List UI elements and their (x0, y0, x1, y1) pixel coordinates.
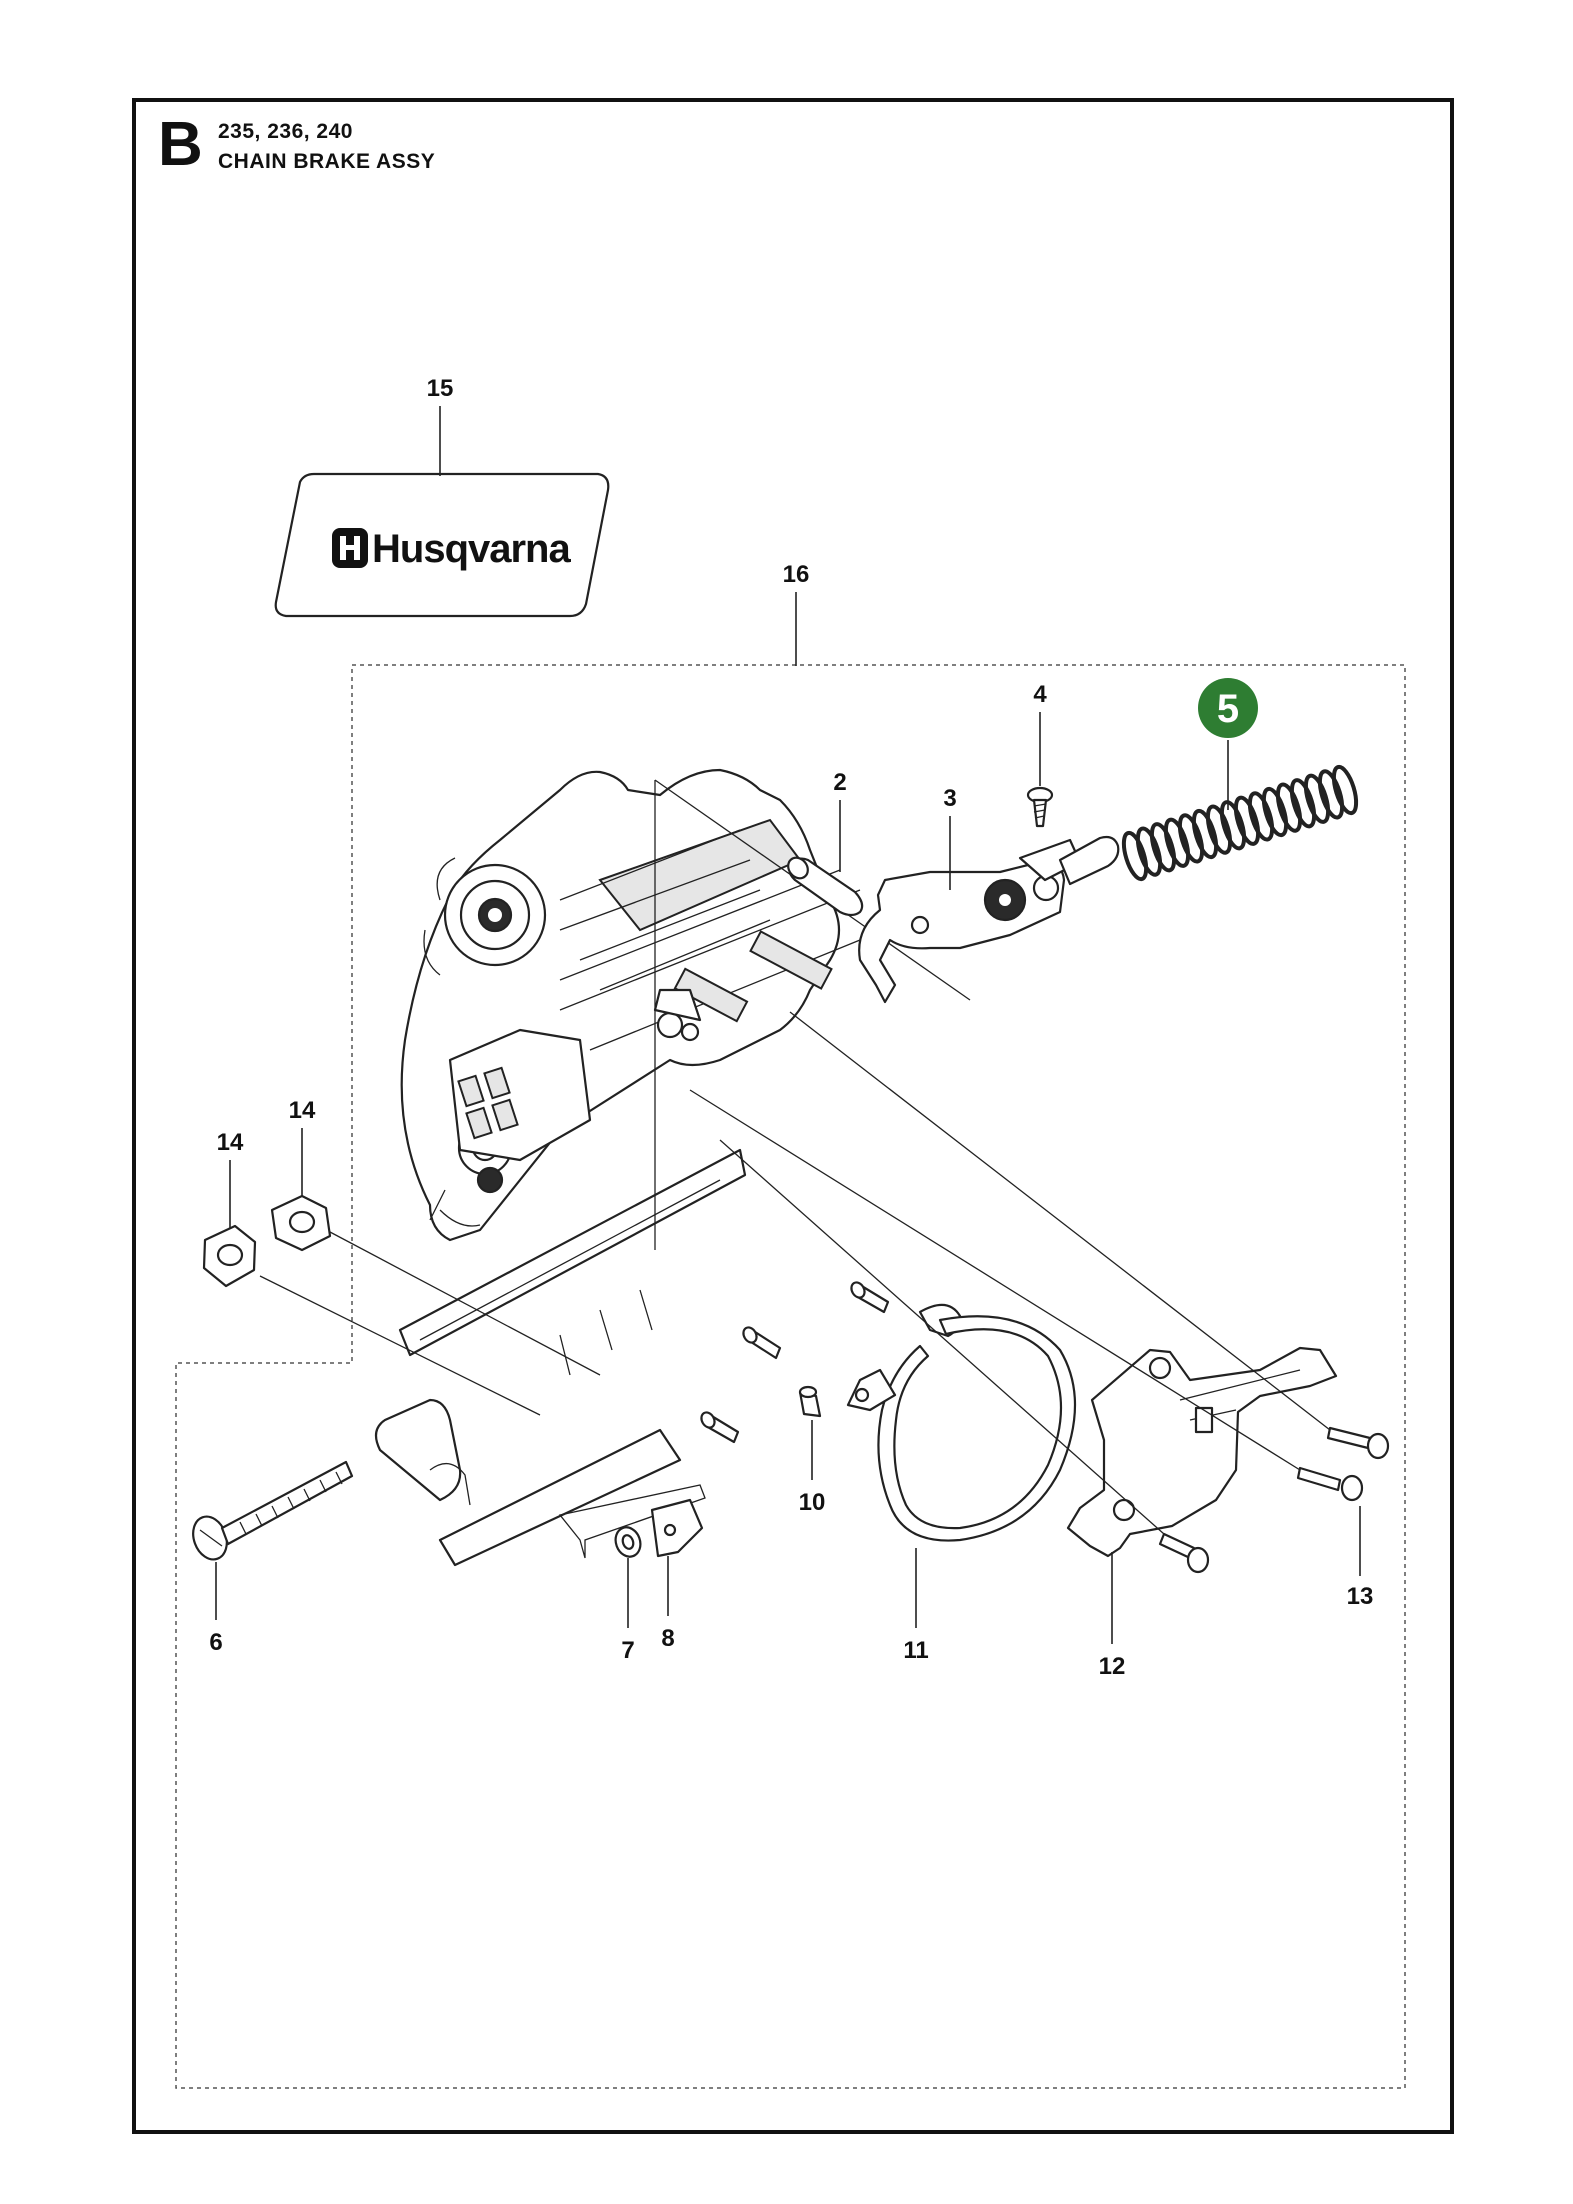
spring-coil (1331, 764, 1359, 816)
spring-coil (1317, 769, 1345, 820)
callout-2: 2 (833, 769, 846, 796)
callout-8: 8 (661, 1625, 674, 1652)
husqvarna-logo-icon (332, 528, 368, 568)
spring-coil (1233, 795, 1261, 846)
pin-part-2[interactable] (784, 854, 864, 917)
spring-coil (1303, 773, 1331, 824)
bracket-part-8[interactable] (650, 1498, 704, 1558)
decal-part-15[interactable]: Husqvarna (274, 472, 610, 618)
spring-coil (1261, 786, 1289, 838)
callout-10: 10 (799, 1489, 826, 1516)
guide-pin-lower (700, 1411, 740, 1444)
guide-pin-middle (742, 1326, 782, 1360)
callout-14-left: 14 (217, 1129, 244, 1156)
spring-coil (1205, 804, 1233, 855)
nut-part-14-right[interactable] (270, 1194, 332, 1252)
spring-coil (1177, 813, 1205, 864)
spring-coil (1149, 822, 1177, 873)
page-frame (132, 98, 1454, 2134)
callout-6: 6 (209, 1629, 222, 1656)
callout-14-right: 14 (289, 1097, 316, 1124)
spring-coil (1219, 800, 1247, 851)
callout-4: 4 (1033, 681, 1047, 708)
spring-part-5[interactable] (1119, 764, 1360, 882)
bolt-part-6[interactable] (187, 1460, 354, 1564)
model-numbers: 235, 236, 240 (218, 120, 353, 143)
callout-7: 7 (621, 1637, 634, 1664)
screw-part-4[interactable] (1026, 786, 1054, 828)
section-letter: B (158, 110, 203, 179)
spring-coil (1135, 826, 1163, 877)
guide-pin-upper (850, 1281, 890, 1314)
callout-3: 3 (943, 785, 956, 812)
spring-coil (1191, 808, 1219, 860)
callout-13: 13 (1347, 1583, 1374, 1610)
callout-11: 11 (903, 1637, 928, 1664)
spring-coil (1247, 791, 1275, 842)
highlight-badge-part-5[interactable]: 5 (1198, 678, 1258, 738)
spring-coil (1275, 782, 1303, 833)
callout-16: 16 (783, 561, 810, 588)
screw-part-13-middle[interactable] (1296, 1466, 1364, 1502)
callout-15: 15 (427, 375, 454, 402)
washer-part-7[interactable] (612, 1524, 645, 1560)
badge-number: 5 (1217, 687, 1239, 731)
highlight-badge-circle (1198, 678, 1258, 738)
chain-brake-housing[interactable] (374, 768, 861, 1567)
decal-brand-text: Husqvarna (372, 527, 571, 571)
assembly-boundary (175, 664, 1406, 2089)
spring-coil (1289, 778, 1317, 829)
callout-12: 12 (1099, 1653, 1126, 1680)
screw-part-13-lower[interactable] (1158, 1532, 1210, 1574)
brake-band-part-11[interactable] (846, 1303, 1077, 1542)
spring-coil (1121, 830, 1149, 882)
screw-part-13-upper[interactable] (1326, 1426, 1390, 1460)
brake-lever-part-3[interactable] (858, 835, 1120, 1004)
nut-part-14-left[interactable] (202, 1224, 257, 1288)
assembly-title: CHAIN BRAKE ASSY (218, 150, 436, 173)
pin-part-10[interactable] (798, 1385, 822, 1418)
brake-handle-part-12[interactable] (1066, 1346, 1338, 1558)
spring-coil (1163, 817, 1191, 868)
